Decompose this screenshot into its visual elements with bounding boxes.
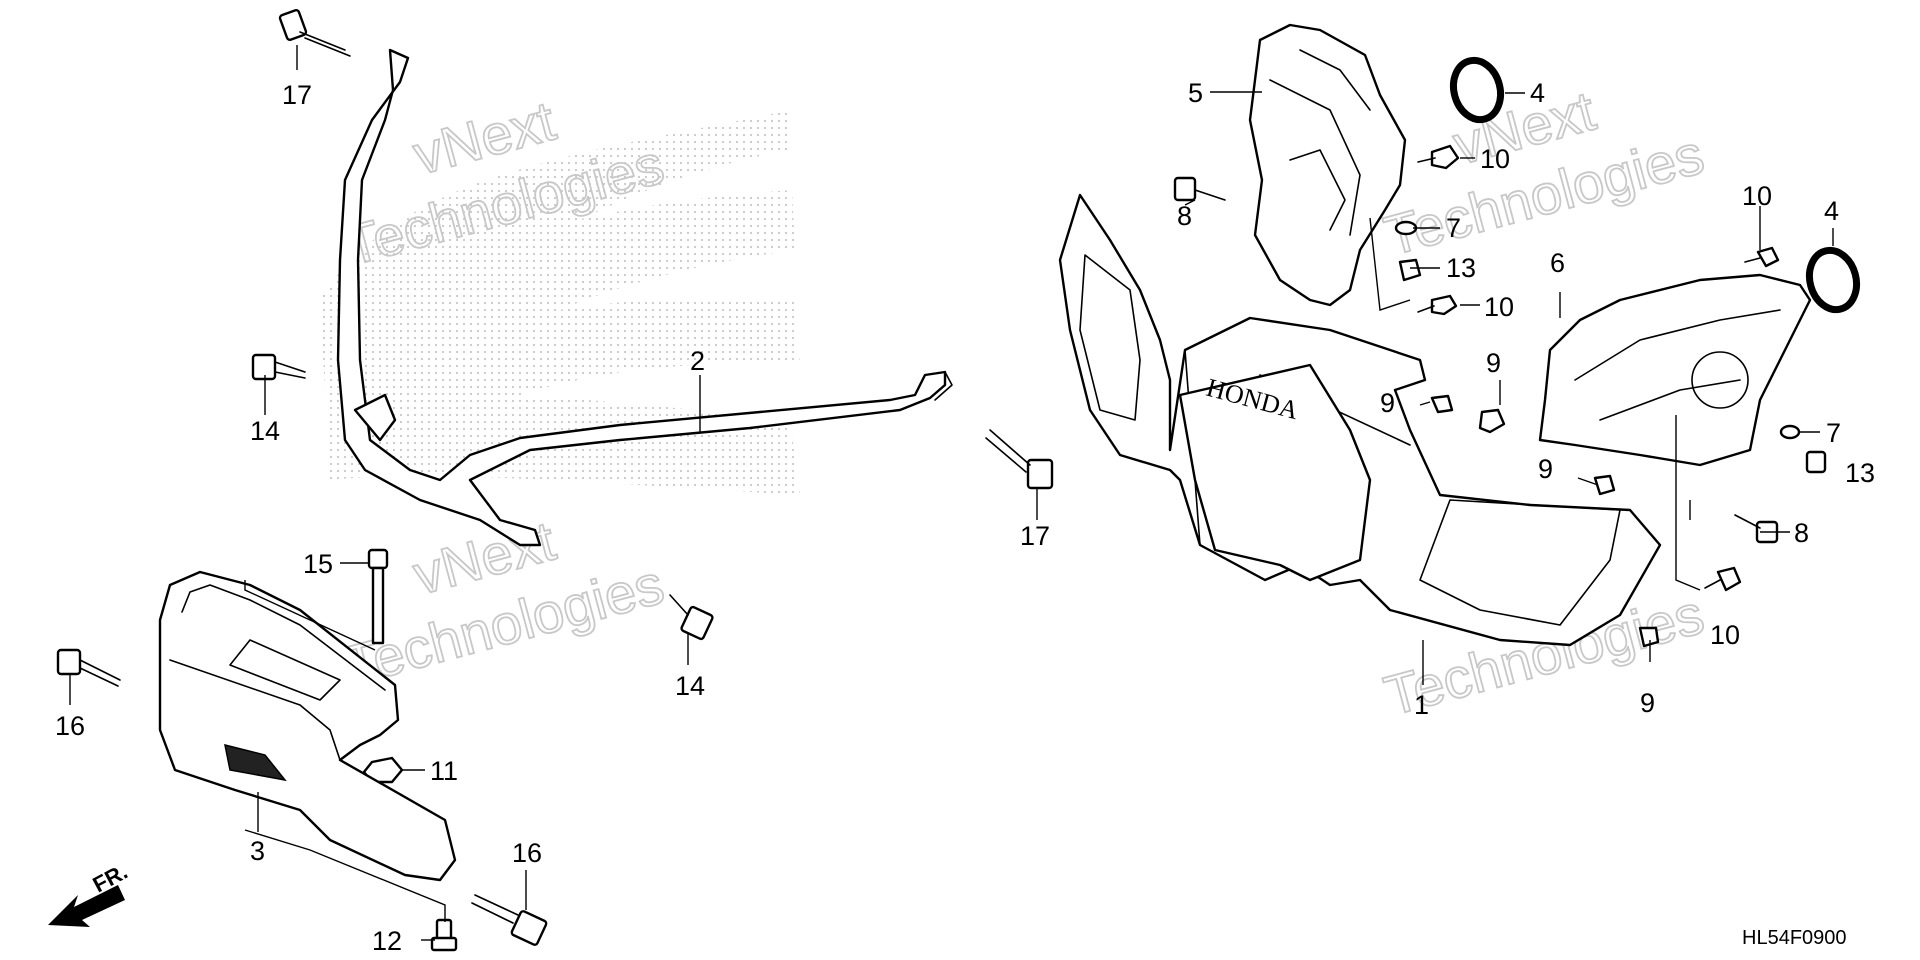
callout-9: 9 xyxy=(1538,454,1553,484)
callout-10: 10 xyxy=(1484,292,1514,322)
callout-12: 12 xyxy=(372,926,402,956)
callout-16: 16 xyxy=(55,711,85,741)
part-1-front-grille: HONDA xyxy=(1058,193,1662,647)
part-3-front-bumper xyxy=(158,570,457,882)
callout-8: 8 xyxy=(1177,201,1192,231)
bolt-16-left xyxy=(56,648,121,687)
bolt-16-right xyxy=(471,894,548,946)
part-4-ring-right xyxy=(1805,246,1861,314)
part-6-headlight-housing-right xyxy=(1538,273,1812,467)
callout-17: 17 xyxy=(1020,521,1050,551)
part-2-pipe-guard xyxy=(336,48,953,547)
callout-8: 8 xyxy=(1794,518,1809,548)
bolt-15 xyxy=(367,548,389,645)
callout-9: 9 xyxy=(1486,348,1501,378)
bolt-14-left xyxy=(251,353,306,381)
nut-11 xyxy=(362,756,404,784)
callout-7: 7 xyxy=(1446,213,1461,243)
callout-4: 4 xyxy=(1530,78,1545,108)
callout-15: 15 xyxy=(303,549,333,579)
callout-17: 17 xyxy=(282,80,312,110)
front-direction-arrow: FR. xyxy=(48,859,132,927)
bolt-17-top xyxy=(278,9,351,57)
callout-14: 14 xyxy=(250,416,280,446)
callout-1: 1 xyxy=(1414,690,1429,720)
callout-13: 13 xyxy=(1845,458,1875,488)
callout-10: 10 xyxy=(1480,144,1510,174)
callout-11: 11 xyxy=(430,756,458,786)
wing-logo-watermark xyxy=(320,110,800,495)
callout-13: 13 xyxy=(1446,253,1476,283)
right-side-fasteners xyxy=(1173,144,1827,648)
bolt-17-right xyxy=(985,429,1054,490)
callout-7: 7 xyxy=(1826,418,1841,448)
svg-text:FR.: FR. xyxy=(89,859,132,898)
diagram-code: HL54F0900 xyxy=(1742,927,1847,949)
callout-labels: 17 14 2 14 17 15 16 16 11 3 12 5 4 10 8 … xyxy=(55,78,1875,956)
callout-16: 16 xyxy=(512,838,542,868)
bolt-14-lower xyxy=(669,594,714,641)
callout-5: 5 xyxy=(1188,78,1203,108)
part-5-headlight-housing-left xyxy=(1248,23,1407,307)
part-4-ring-top xyxy=(1449,56,1505,124)
callout-14: 14 xyxy=(675,671,705,701)
bolt-12 xyxy=(430,918,458,952)
leader-lines xyxy=(69,45,1834,941)
callout-9: 9 xyxy=(1640,688,1655,718)
callout-9: 9 xyxy=(1380,388,1395,418)
callout-10: 10 xyxy=(1710,620,1740,650)
callout-4: 4 xyxy=(1824,196,1839,226)
callout-2: 2 xyxy=(690,346,705,376)
callout-10: 10 xyxy=(1742,181,1772,211)
callout-3: 3 xyxy=(250,836,265,866)
callout-6: 6 xyxy=(1550,248,1565,278)
